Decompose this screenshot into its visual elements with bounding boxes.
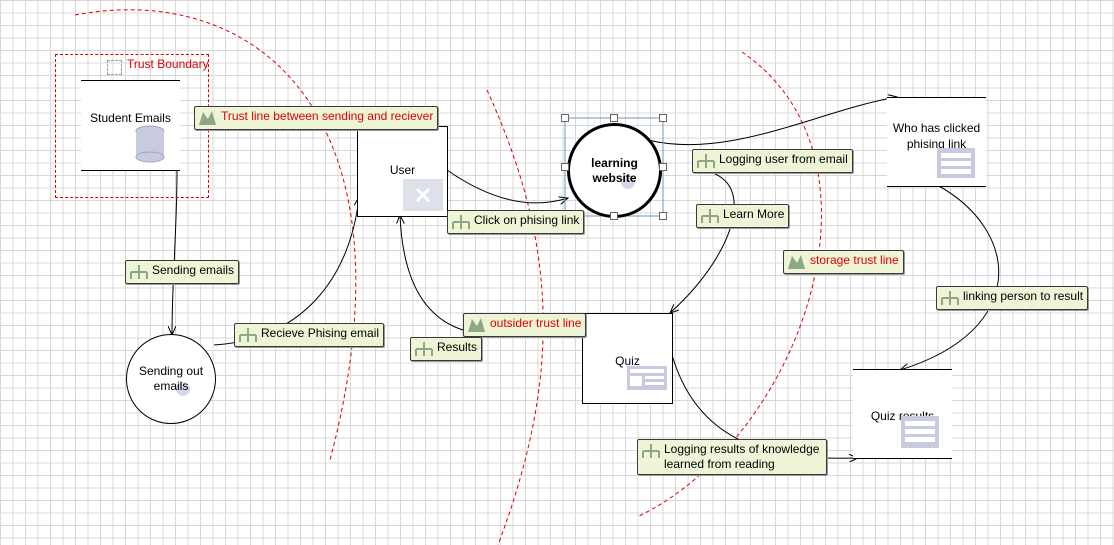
user-label: User: [389, 162, 416, 177]
flow-label-sending-emails[interactable]: Sending emails: [125, 260, 240, 284]
flow-line-learn-more: [670, 169, 735, 313]
trust-boundary-label: Trust Boundary: [127, 57, 209, 71]
dataflow-icon: [415, 342, 433, 356]
flow-label-recieve-phising[interactable]: Recieve Phising email: [234, 323, 385, 347]
external-entity-icon: [403, 179, 443, 211]
trust-boundary-icon: [107, 60, 122, 75]
flow-label-results[interactable]: Results: [410, 337, 483, 361]
dataflow-icon: [697, 154, 715, 168]
flow-label-logging-results[interactable]: Logging results of knowledge learned fro…: [637, 439, 827, 475]
form-icon: [627, 366, 667, 390]
flow-label-logging-user[interactable]: Logging user from email: [692, 149, 853, 173]
dataflow-icon: [452, 215, 470, 229]
flow-line-sending-emails: [172, 169, 178, 335]
datastore-icon: [135, 125, 165, 163]
quiz-entity[interactable]: Quiz: [582, 313, 673, 404]
resize-handle-s[interactable]: [610, 212, 618, 220]
flow-label-trust-line-send-recv[interactable]: Trust line between sending and reciever: [194, 106, 439, 130]
dataflow-icon: [130, 265, 148, 279]
who-clicked-label: Who has clicked phising link: [892, 121, 981, 151]
quiz-label: Quiz: [615, 353, 640, 368]
trust-boundary-icon: [199, 111, 216, 125]
flow-line-linking-person: [900, 184, 1000, 370]
student-emails-label: Student Emails: [90, 110, 171, 125]
resize-handle-n[interactable]: [610, 114, 618, 122]
flow-label-learn-more[interactable]: Learn More: [696, 204, 790, 228]
sending-out-emails-process[interactable]: Sending out emails: [126, 334, 216, 424]
dataflow-icon: [701, 209, 719, 223]
flow-label-click-phising[interactable]: Click on phising link: [447, 210, 585, 234]
flow-line-click-phising: [446, 169, 568, 203]
who-clicked-store[interactable]: Who has clicked phising link: [887, 97, 986, 187]
dataflow-icon: [239, 328, 257, 342]
resize-handle-e[interactable]: [659, 163, 667, 171]
flow-label-storage-trust[interactable]: storage trust line: [783, 250, 904, 274]
user-entity[interactable]: User: [357, 126, 448, 217]
process-icon: [176, 382, 190, 396]
quiz-results-store[interactable]: Quiz results: [853, 369, 952, 459]
datastore-icon: [937, 148, 975, 178]
trust-boundary-icon: [788, 255, 805, 269]
learning-website-label: learning website: [591, 155, 638, 185]
dataflow-icon: [642, 444, 660, 458]
trust-boundary-icon: [468, 318, 485, 332]
resize-handle-nw[interactable]: [561, 114, 569, 122]
flow-line-logging-user: [647, 97, 897, 146]
sending-out-emails-label: Sending out emails: [138, 364, 204, 393]
learning-website-process[interactable]: learning website: [567, 123, 662, 218]
resize-handle-w[interactable]: [561, 163, 569, 171]
resize-handle-se[interactable]: [659, 212, 667, 220]
datastore-icon: [901, 416, 939, 448]
process-icon: [621, 175, 635, 189]
student-emails-store[interactable]: Student Emails: [81, 80, 180, 171]
flow-label-outsider-trust[interactable]: outsider trust line: [463, 313, 587, 337]
resize-handle-ne[interactable]: [659, 114, 667, 122]
dataflow-icon: [941, 291, 959, 305]
flow-label-linking-person[interactable]: linking person to result: [936, 286, 1089, 310]
